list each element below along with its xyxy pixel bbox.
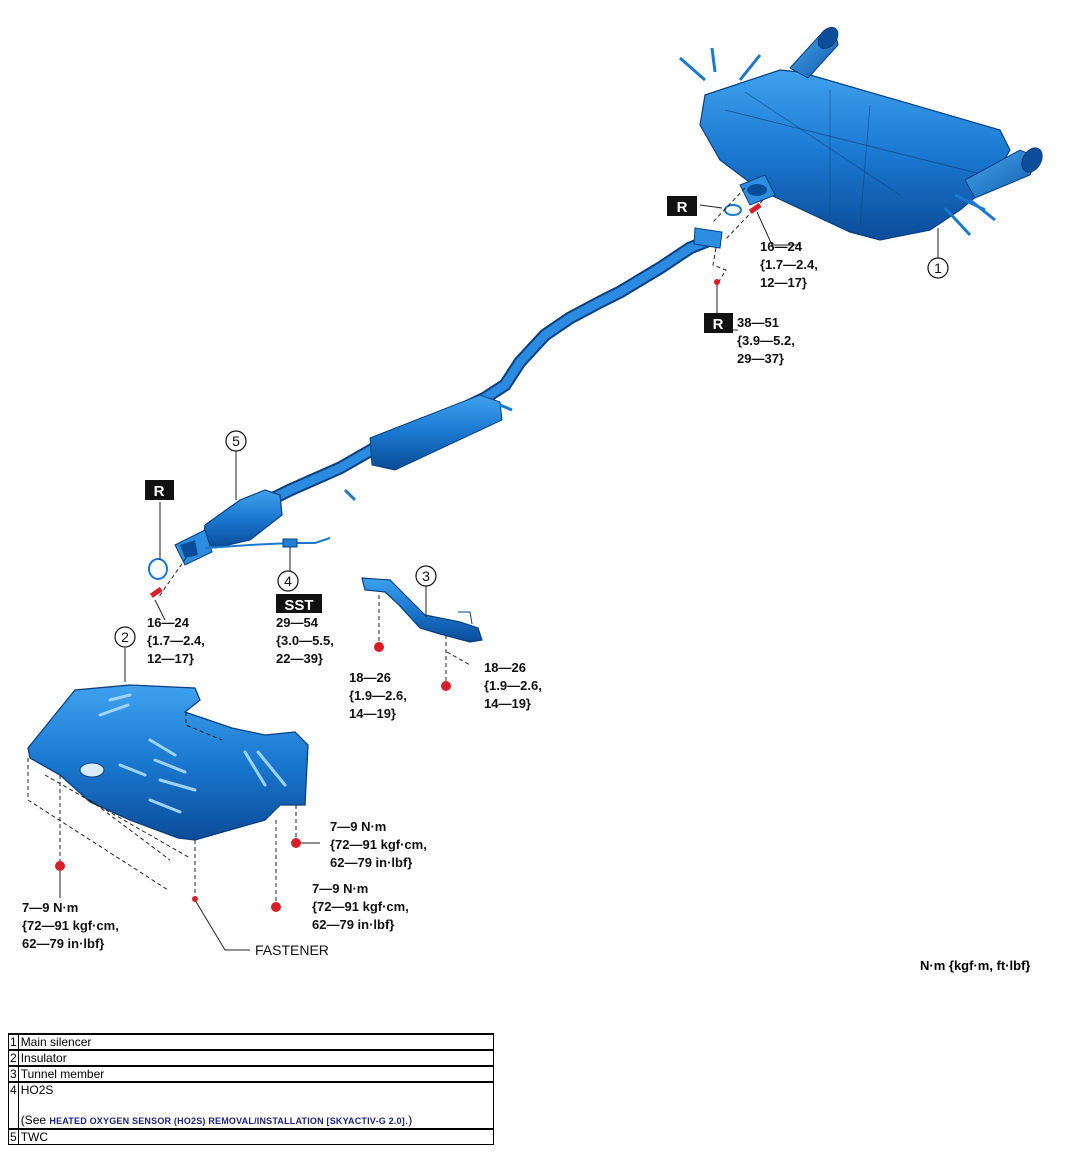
- see-reference: (See HEATED OXYGEN SENSOR (HO2S) REMOVAL…: [21, 1113, 491, 1128]
- svg-text:18—26: 18—26: [349, 670, 391, 685]
- exhaust-pipe: [253, 227, 723, 512]
- svg-text:{72—91 kgf·cm,: {72—91 kgf·cm,: [22, 918, 119, 933]
- svg-text:7—9 N·m: 7—9 N·m: [312, 881, 368, 896]
- svg-text:{72—91 kgf·cm,: {72—91 kgf·cm,: [312, 899, 409, 914]
- svg-text:62—79 in·lbf}: 62—79 in·lbf}: [22, 936, 104, 951]
- torque-rear-bolt: 38—51 {3.9—5.2, 29—37}: [737, 315, 795, 366]
- torque-insulator-left: 7—9 N·m {72—91 kgf·cm, 62—79 in·lbf}: [22, 900, 119, 951]
- svg-text:14—19}: 14—19}: [484, 696, 531, 711]
- svg-text:R: R: [154, 483, 165, 500]
- svg-text:29—37}: 29—37}: [737, 351, 784, 366]
- table-row: 2 Insulator: [8, 1049, 495, 1067]
- callout-1-label: 1: [934, 260, 942, 276]
- part-number: 4: [8, 1081, 19, 1130]
- callout-4-label: 4: [284, 573, 292, 589]
- fastener-label: FASTENER: [255, 942, 329, 958]
- svg-text:38—51: 38—51: [737, 315, 779, 330]
- bolts: [55, 202, 762, 912]
- gasket-front: [148, 558, 168, 580]
- see-suffix: .): [404, 1113, 413, 1127]
- table-row: 1 Main silencer: [8, 1033, 495, 1051]
- svg-text:18—26: 18—26: [484, 660, 526, 675]
- torque-tunnel-right: 18—26 {1.9—2.6, 14—19}: [484, 660, 542, 711]
- callout-2: 2: [114, 626, 136, 648]
- see-prefix: (See: [20, 1113, 50, 1127]
- torque-insulator-right-upper: 7—9 N·m {72—91 kgf·cm, 62—79 in·lbf}: [330, 819, 427, 870]
- sst-badge: SST: [276, 594, 322, 614]
- part-number: 1: [8, 1033, 19, 1051]
- callout-5-label: 5: [232, 433, 240, 449]
- svg-text:{1.9—2.6,: {1.9—2.6,: [484, 678, 542, 693]
- gasket-rear: [724, 204, 742, 216]
- insulator: [27, 684, 309, 841]
- tunnel-member: [361, 577, 483, 643]
- part-name: HO2S: [20, 1083, 54, 1097]
- svg-text:{1.9—2.6,: {1.9—2.6,: [349, 688, 407, 703]
- replace-badge-rear-bolt: R: [704, 313, 733, 333]
- parts-table: 1 Main silencer 2 Insulator 3 Tunnel mem…: [8, 1033, 495, 1145]
- svg-text:62—79 in·lbf}: 62—79 in·lbf}: [312, 917, 394, 932]
- table-row: 3 Tunnel member: [8, 1065, 495, 1083]
- callout-3: 3: [415, 565, 437, 587]
- part-name: Insulator: [17, 1049, 495, 1067]
- part-name: TWC: [17, 1128, 495, 1145]
- callout-2-label: 2: [121, 629, 129, 645]
- torque-ho2s: 29—54 {3.0—5.5, 22—39}: [276, 615, 334, 666]
- svg-text:{3.9—5.2,: {3.9—5.2,: [737, 333, 795, 348]
- torque-silencer-flange: 16—24 {1.7—2.4, 12—17}: [760, 239, 818, 290]
- svg-text:R: R: [713, 316, 724, 333]
- callout-1: 1: [927, 257, 949, 279]
- svg-text:12—17}: 12—17}: [760, 275, 807, 290]
- svg-text:29—54: 29—54: [276, 615, 319, 630]
- part-cell-ho2s: HO2S (See HEATED OXYGEN SENSOR (HO2S) RE…: [17, 1081, 495, 1130]
- table-row: 4 HO2S (See HEATED OXYGEN SENSOR (HO2S) …: [8, 1081, 495, 1130]
- svg-text:7—9 N·m: 7—9 N·m: [22, 900, 78, 915]
- svg-text:16—24: 16—24: [760, 239, 803, 254]
- svg-text:7—9 N·m: 7—9 N·m: [330, 819, 386, 834]
- unit-legend: N·m {kgf·m, ft·lbf}: [920, 958, 1031, 973]
- part-number: 3: [8, 1065, 19, 1083]
- torque-front-flange: 16—24 {1.7—2.4, 12—17}: [147, 615, 205, 666]
- main-silencer: [679, 26, 1043, 241]
- ho2s-procedure-link[interactable]: HEATED OXYGEN SENSOR (HO2S) REMOVAL/INST…: [49, 1116, 405, 1126]
- part-name: Main silencer: [17, 1033, 495, 1051]
- replace-badge-rear-gasket: R: [667, 196, 697, 216]
- svg-text:SST: SST: [284, 597, 313, 614]
- svg-text:16—24: 16—24: [147, 615, 190, 630]
- part-name: Tunnel member: [17, 1065, 495, 1083]
- torque-tunnel-left: 18—26 {1.9—2.6, 14—19}: [349, 670, 407, 721]
- part-number: 5: [8, 1128, 19, 1145]
- torque-insulator-right-lower: 7—9 N·m {72—91 kgf·cm, 62—79 in·lbf}: [312, 881, 409, 932]
- part-number: 2: [8, 1049, 19, 1067]
- leader-lines: [27, 187, 939, 951]
- svg-text:{72—91 kgf·cm,: {72—91 kgf·cm,: [330, 837, 427, 852]
- svg-text:12—17}: 12—17}: [147, 651, 194, 666]
- replace-badge-front-gasket: R: [145, 480, 174, 500]
- svg-text:R: R: [677, 199, 688, 216]
- svg-text:{3.0—5.5,: {3.0—5.5,: [276, 633, 334, 648]
- exhaust-system-diagram: 1 2 3 4 5 R R R SST 16—24 {1.7—2.4, 12—1…: [22, 26, 1043, 958]
- svg-text:{1.7—2.4,: {1.7—2.4,: [760, 257, 818, 272]
- callout-5: 5: [225, 430, 247, 452]
- twc: [174, 489, 283, 566]
- svg-text:22—39}: 22—39}: [276, 651, 323, 666]
- svg-text:14—19}: 14—19}: [349, 706, 396, 721]
- svg-text:62—79 in·lbf}: 62—79 in·lbf}: [330, 855, 412, 870]
- callout-4: 4: [277, 570, 299, 592]
- table-row: 5 TWC: [8, 1128, 495, 1145]
- callout-3-label: 3: [422, 568, 430, 584]
- svg-text:{1.7—2.4,: {1.7—2.4,: [147, 633, 205, 648]
